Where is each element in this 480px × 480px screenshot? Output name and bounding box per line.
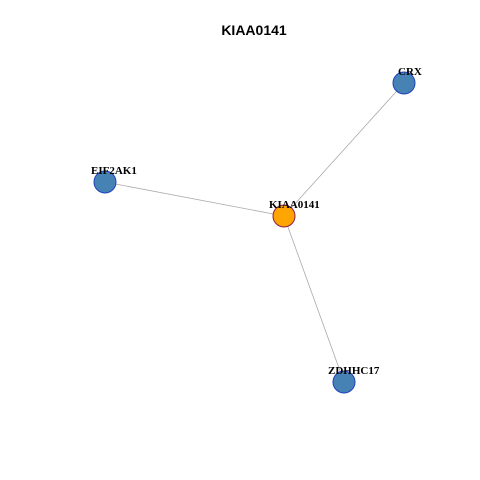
node-label-kiaa0141: KIAA0141 (269, 199, 320, 211)
edge-kiaa0141-eif2ak1 (104, 181, 285, 217)
node-label-eif2ak1: EIF2AK1 (91, 165, 137, 177)
graph-title: KIAA0141 (221, 22, 287, 38)
node-crx[interactable]: CRX (392, 66, 422, 95)
node-circle-crx[interactable] (392, 71, 416, 95)
edges-layer (104, 82, 405, 383)
node-label-crx: CRX (398, 66, 422, 78)
node-circle-eif2ak1[interactable] (93, 170, 117, 194)
edge-kiaa0141-zdhhc17 (283, 215, 345, 383)
node-circle-zdhhc17[interactable] (332, 370, 356, 394)
node-label-zdhhc17: ZDHHC17 (328, 365, 380, 377)
node-zdhhc17[interactable]: ZDHHC17 (328, 365, 380, 394)
node-eif2ak1[interactable]: EIF2AK1 (91, 165, 137, 194)
node-circle-kiaa0141[interactable] (272, 204, 296, 228)
node-kiaa0141[interactable]: KIAA0141 (269, 199, 320, 228)
edge-kiaa0141-crx (283, 82, 405, 217)
